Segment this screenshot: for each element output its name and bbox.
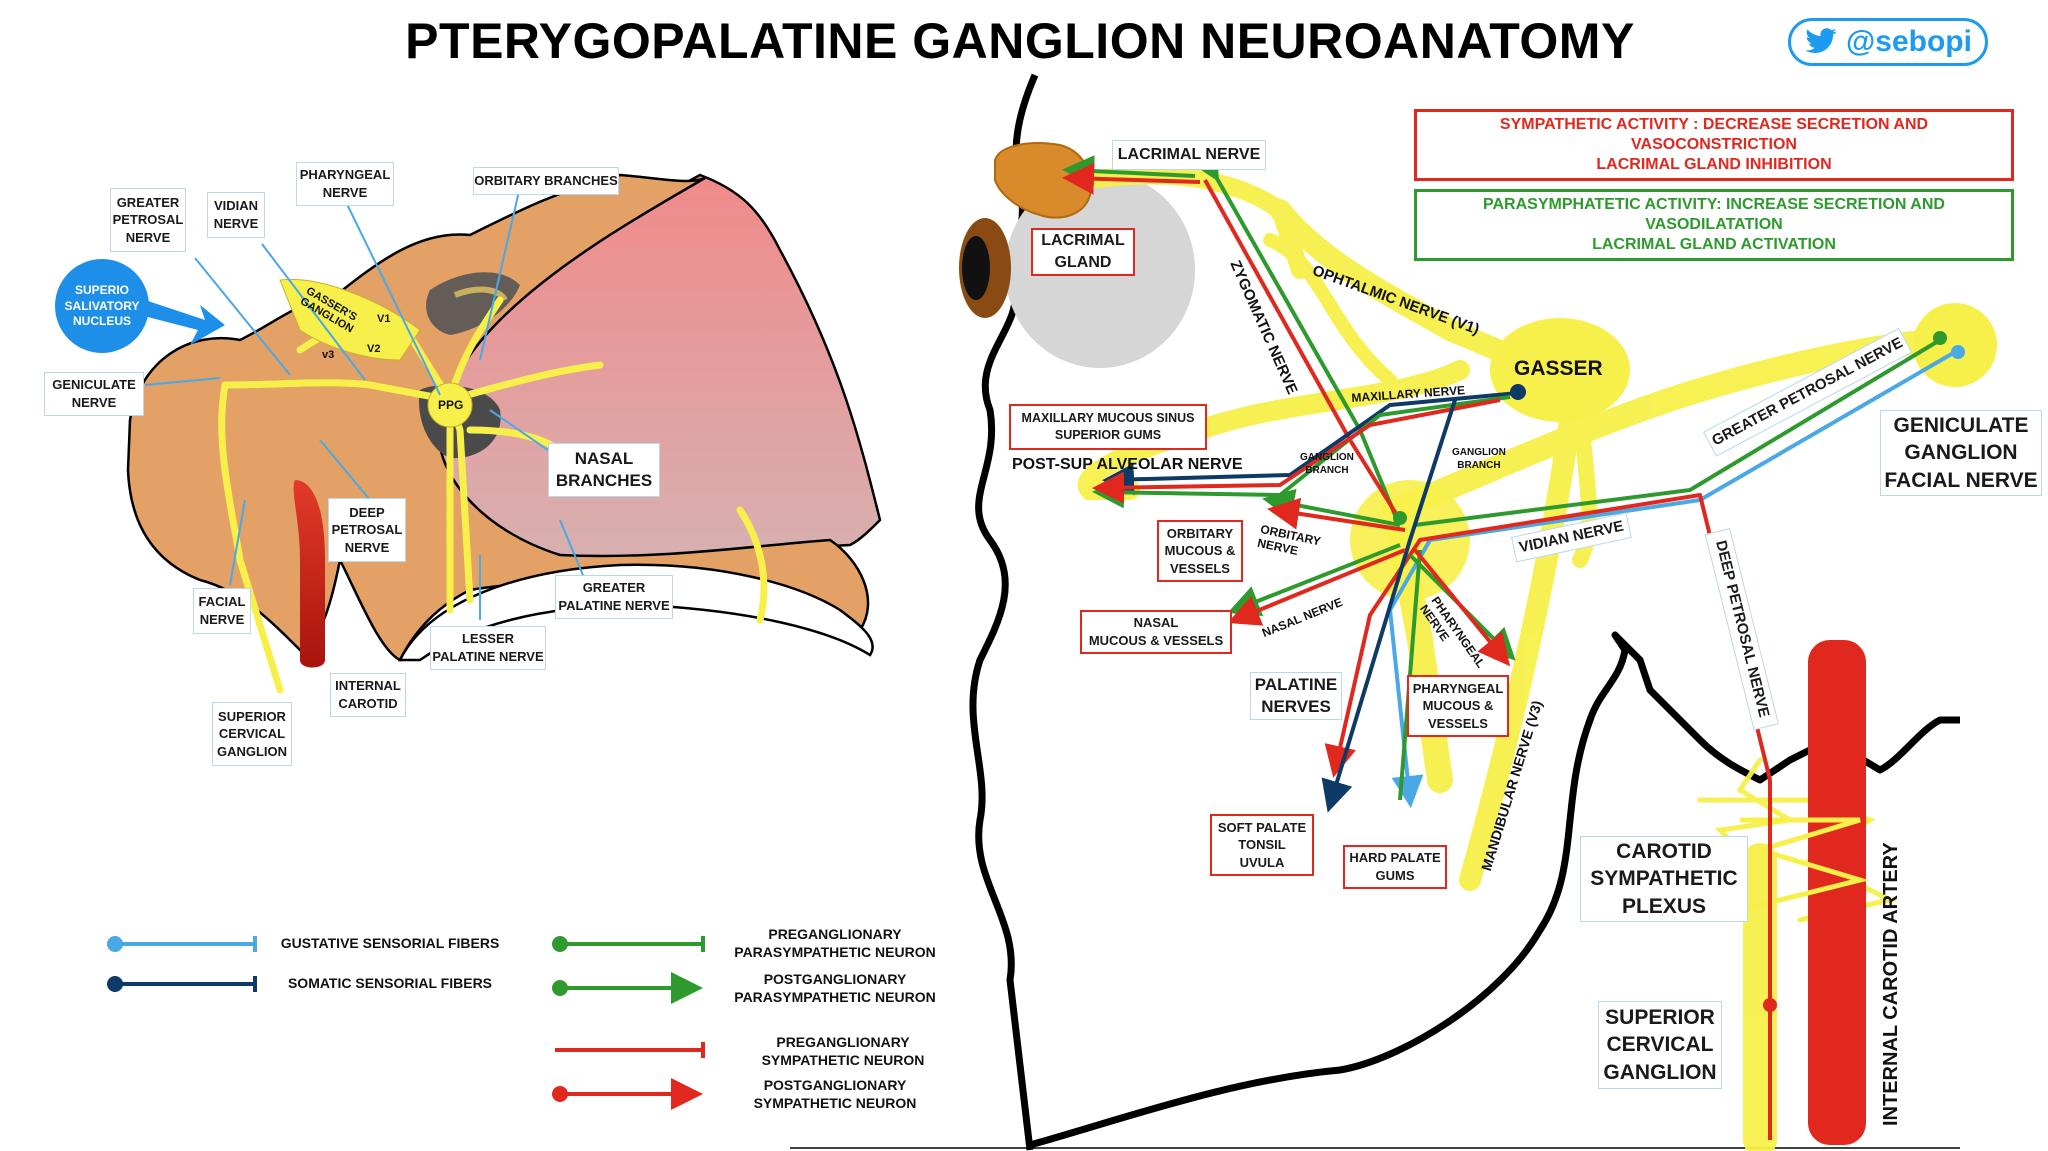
twitter-bird-icon [1805,28,1837,54]
label-deep-petrosal-nerve: DEEP PETROSAL NERVE [328,498,406,562]
label-v1: V1 [377,313,391,325]
legend-somatic: SOMATIC SENSORIAL FIBERS [287,975,493,991]
twitter-handle-badge[interactable]: @sebopi [1788,18,1988,66]
label-lesser-palatine-nerve: LESSER PALATINE NERVE [430,626,546,670]
lacrimal-gland-shape [994,142,1092,219]
label-orbitary-branches: ORBITARY BRANCHES [473,167,619,195]
label-nasal-mucous: NASAL MUCOUS & VESSELS [1080,610,1232,654]
label-maxillary-mucous: MAXILLARY MUCOUS SINUS SUPERIOR GUMS [1009,404,1207,450]
pupil [962,236,990,300]
gasser-ganglion-shape [1490,318,1630,422]
salivatory-nucleus-label: SUPERIO SALIVATORY NUCLEUS [64,283,140,329]
label-pharyngeal-mucous: PHARYNGEAL MUCOUS & VESSELS [1407,675,1509,737]
label-greater-petrosal-nerve: GREATER PETROSAL NERVE [110,188,186,252]
legend-post-sympathetic: POSTGANGLIONARY SYMPATHETIC NEURON [753,1077,917,1112]
label-superior-cervical-ganglion: SUPERIOR CERVICAL GANGLION [212,702,292,766]
left-skull-anatomy [55,173,882,694]
label-gasser: GASSER [1514,357,1603,380]
label-v3: v3 [322,349,335,361]
label-superior-cervical-ganglion-right: SUPERIOR CERVICAL GANGLION [1598,1001,1722,1089]
label-ganglion-branch-left: GANGLION BRANCH [1300,452,1354,476]
legend-post-parasympathetic: POSTGANGLIONARY PARASYMPATHETIC NEURON [734,971,936,1006]
legend-pre-parasympathetic: PREGANGLIONARY PARASYMPATHETIC NEURON [734,926,936,961]
geniculate-ganglion-shape [1913,303,1997,387]
label-palatine-nerves: PALATINE NERVES [1250,672,1342,720]
label-orbitary-mucous: ORBITARY MUCOUS & VESSELS [1157,520,1243,582]
label-ganglion-branch-right: GANGLION BRANCH [1452,447,1506,471]
label-greater-palatine-nerve: GREATER PALATINE NERVE [555,575,673,619]
label-soft-palate: SOFT PALATE TONSIL UVULA [1210,814,1314,876]
label-geniculate-ganglion: GENICULATE GANGLION FACIAL NERVE [1880,410,2042,496]
page-title: PTERYGOPALATINE GANGLION NEUROANATOMY [405,13,1635,69]
salivatory-nucleus-circle [55,259,149,353]
label-lacrimal-gland: LACRIMAL GLAND [1031,228,1135,276]
label-v2: V2 [367,343,381,355]
left-carotid [293,480,325,668]
label-hard-palate: HARD PALATE GUMS [1343,845,1447,889]
legend-lines [107,936,705,1110]
label-post-sup-alveolar-nerve: POST-SUP ALVEOLAR NERVE [1012,456,1243,473]
legend-gustative: GUSTATIVE SENSORIAL FIBERS [280,935,500,951]
label-pharyngeal-nerve: PHARYNGEAL NERVE [296,162,394,206]
sympathetic-info-box: SYMPATHETIC ACTIVITY : DECREASE SECRETIO… [1414,109,2014,181]
label-carotid-plexus: CAROTID SYMPATHETIC PLEXUS [1580,836,1748,922]
internal-carotid-artery-shape [1808,640,1866,1145]
label-facial-nerve: FACIAL NERVE [193,588,251,634]
parasympathetic-info-box: PARASYMPHATETIC ACTIVITY: INCREASE SECRE… [1414,189,2014,261]
label-vidian-nerve: VIDIAN NERVE [207,192,265,238]
label-ppg: PPG [438,398,464,412]
label-lacrimal-nerve: LACRIMAL NERVE [1112,140,1266,170]
label-geniculate-nerve: GENICULATE NERVE [44,372,144,416]
gasser-ganglion-left [279,278,421,361]
legend-pre-sympathetic: PREGANGLIONARY SYMPATHETIC NEURON [761,1034,925,1069]
label-internal-carotid-artery: INTERNAL CAROTID ARTERY [1880,842,1902,1126]
label-internal-carotid: INTERNAL CAROTID [330,673,406,717]
label-nasal-branches: NASAL BRANCHES [548,443,660,497]
twitter-handle: @sebopi [1846,25,1972,58]
